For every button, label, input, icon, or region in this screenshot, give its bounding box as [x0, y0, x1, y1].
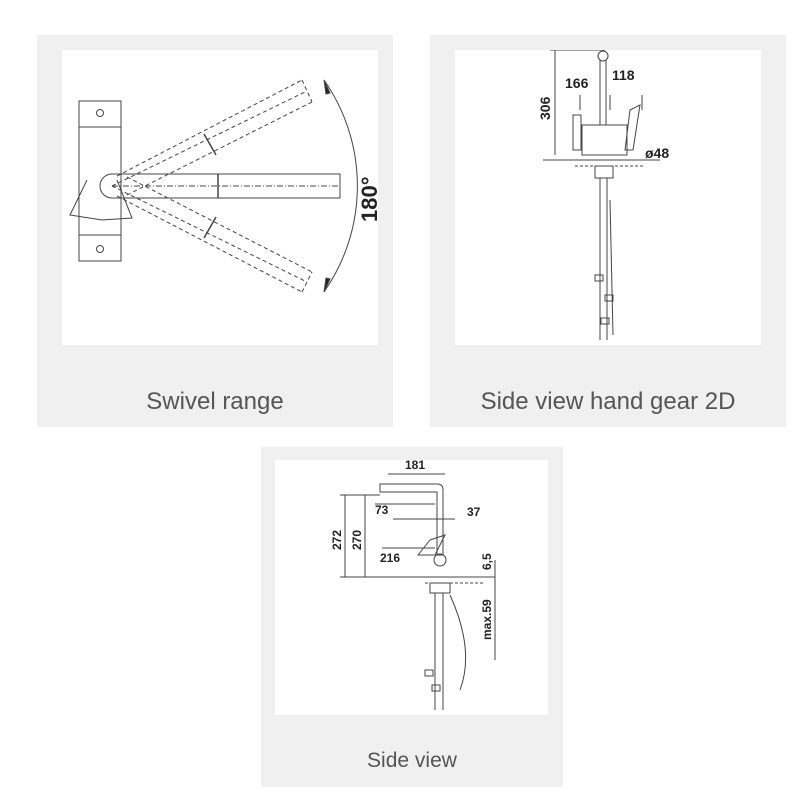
dimension-181: 181 [405, 460, 425, 472]
caption-side-view-hand-gear: Side view hand gear 2D [480, 388, 736, 415]
side-view-drawing: 181 272 270 73 37 216 6,5 max.59 [275, 460, 548, 715]
caption-side-view: Side view [367, 749, 457, 772]
dimension-diameter-48: ø48 [645, 145, 669, 161]
gallery-card-side-view-hand-gear[interactable]: 306 166 118 ø48 Side view hand gear 2D [430, 35, 786, 427]
gallery-card-side-view[interactable]: 181 272 270 73 37 216 6,5 max.59 Side vi… [261, 447, 563, 787]
dimension-73: 73 [375, 503, 389, 517]
swivel-range-drawing: 180° [62, 50, 378, 345]
dimension-max-59: max.59 [480, 599, 494, 640]
dimension-306: 306 [537, 96, 553, 120]
dimension-6-5: 6,5 [480, 553, 494, 570]
side-view-hand-gear-drawing: 306 166 118 ø48 [455, 50, 761, 345]
dimension-37: 37 [467, 505, 481, 519]
gallery-card-swivel-range[interactable]: 180° Swivel range [37, 35, 393, 427]
dimension-270: 270 [350, 530, 364, 550]
dimension-272: 272 [330, 530, 344, 550]
caption-swivel-range: Swivel range [146, 388, 284, 415]
dimension-118: 118 [612, 67, 635, 83]
dimension-216: 216 [380, 551, 400, 565]
dimension-166: 166 [565, 75, 589, 91]
angle-label: 180° [357, 176, 378, 222]
